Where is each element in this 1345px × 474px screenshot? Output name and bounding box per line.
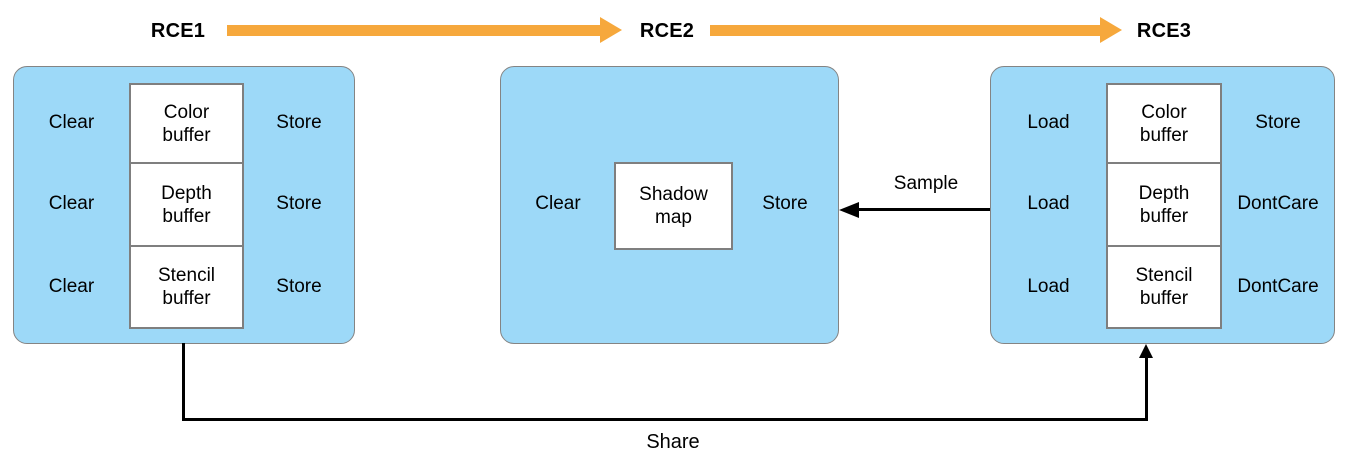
buffer-label: Depth buffer — [1138, 182, 1190, 227]
sample-arrow-line — [857, 208, 990, 211]
rce2-store-action: Store — [762, 193, 808, 214]
rce2-label: RCE2 — [639, 20, 695, 42]
rce3-color-load-action: Load — [1027, 111, 1070, 133]
rce3-box: Load Load Load Color buffer Depth buffer… — [990, 66, 1335, 344]
rce2-to-rce3-arrow-icon — [710, 17, 1122, 43]
share-arrowhead-icon — [1139, 344, 1153, 358]
rce3-depth-buffer-cell: Depth buffer — [1108, 162, 1220, 245]
rce3-stencil-store-action: DontCare — [1237, 276, 1319, 297]
rce1-color-store-action: Store — [276, 111, 322, 133]
arrow-head — [1100, 17, 1122, 43]
share-label: Share — [646, 431, 700, 453]
rce3-depth-store-action: DontCare — [1237, 192, 1319, 214]
rce1-buffer-stack: Color buffer Depth buffer Stencil buffer — [129, 83, 244, 329]
rce1-to-rce2-arrow-icon — [227, 17, 622, 43]
rce1-depth-load-action: Clear — [48, 192, 95, 214]
rce3-label: RCE3 — [1136, 20, 1192, 42]
rce1-stencil-store-action: Store — [276, 276, 322, 297]
share-line-horizontal — [182, 418, 1148, 421]
arrow-bar — [227, 24, 600, 36]
buffer-label: Color buffer — [162, 101, 211, 146]
rce1-grid: Clear Clear Clear Color buffer Depth buf… — [14, 83, 354, 329]
rce1-stencil-buffer-cell: Stencil buffer — [131, 245, 242, 327]
rce1-color-load-action: Clear — [48, 111, 95, 133]
rce3-color-buffer-cell: Color buffer — [1108, 85, 1220, 162]
sample-arrowhead-icon — [839, 202, 859, 218]
rce2-box: Clear Shadow map Store — [500, 66, 839, 344]
rce1-box: Clear Clear Clear Color buffer Depth buf… — [13, 66, 355, 344]
rce3-depth-load-action: Load — [1027, 192, 1070, 214]
rce2-load-action: Clear — [535, 193, 581, 214]
rce1-depth-store-action: Store — [276, 192, 322, 214]
rce3-color-store-action: Store — [1255, 111, 1301, 133]
buffer-label: Color buffer — [1139, 101, 1189, 146]
rce3-buffer-stack: Color buffer Depth buffer Stencil buffer — [1106, 83, 1222, 329]
buffer-label: Stencil buffer — [1135, 265, 1193, 309]
rce2-shadow-map-cell: Shadow map — [614, 162, 733, 250]
rce3-stencil-load-action: Load — [1027, 276, 1070, 297]
buffer-label: Depth buffer — [161, 182, 212, 227]
rce1-stencil-load-action: Clear — [48, 276, 95, 297]
rce3-stencil-buffer-cell: Stencil buffer — [1108, 245, 1220, 327]
share-line-left-vertical — [182, 343, 185, 420]
buffer-label: Shadow map — [639, 184, 708, 228]
rce1-label: RCE1 — [150, 20, 206, 42]
rce1-depth-buffer-cell: Depth buffer — [131, 162, 242, 245]
rce3-grid: Load Load Load Color buffer Depth buffer… — [991, 83, 1334, 329]
share-line-right-vertical — [1145, 356, 1148, 418]
buffer-label: Stencil buffer — [157, 265, 216, 309]
arrow-bar — [710, 24, 1100, 36]
sample-arrow-label: Sample — [893, 173, 959, 194]
rce1-color-buffer-cell: Color buffer — [131, 85, 242, 162]
arrow-head — [600, 17, 622, 43]
